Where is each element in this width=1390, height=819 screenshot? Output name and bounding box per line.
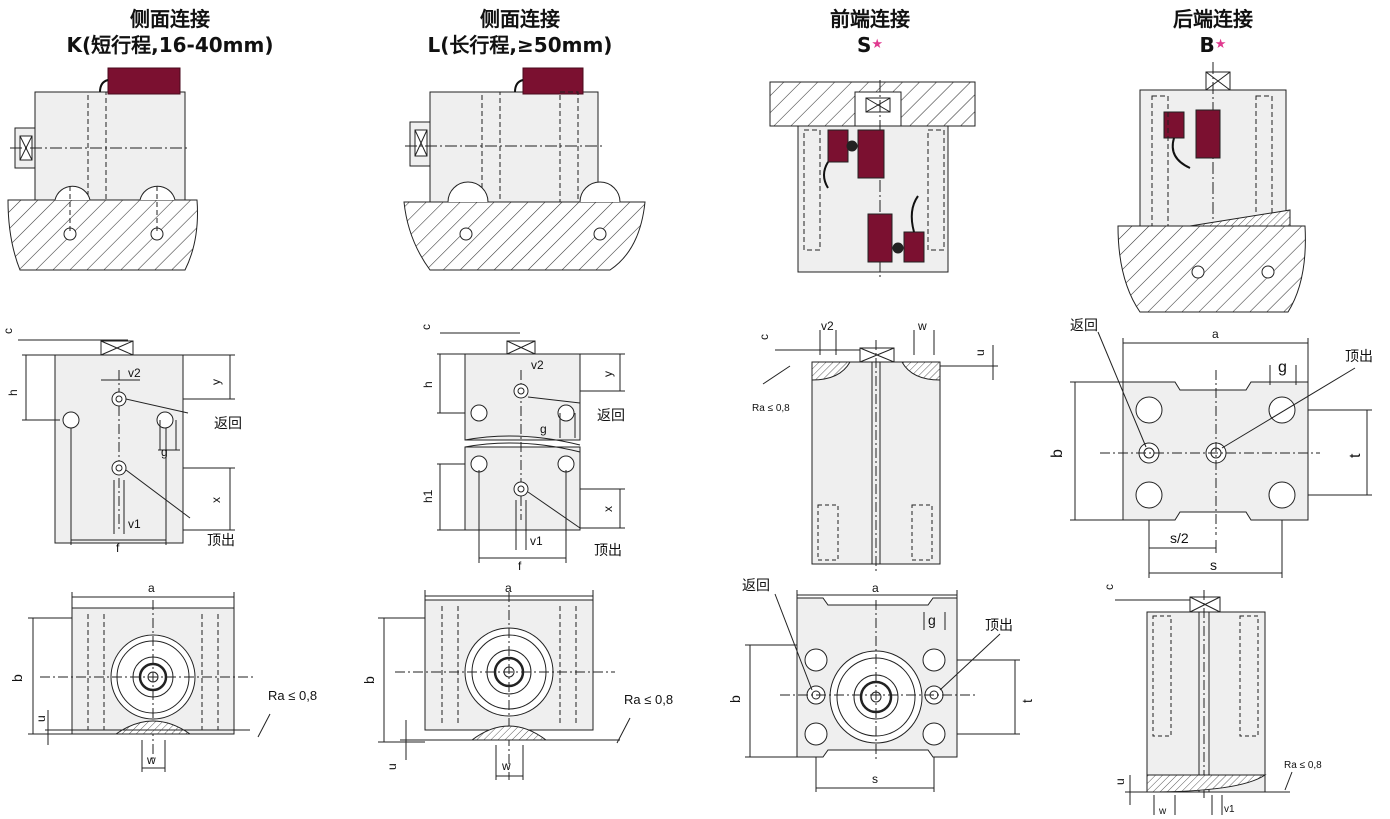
s-top-view: [745, 590, 1020, 792]
dim-a: a: [505, 581, 512, 595]
dim-h1: h1: [421, 489, 435, 503]
label-extend: 顶出: [1345, 349, 1373, 365]
dim-g: g: [928, 612, 936, 628]
dim-a: a: [872, 581, 879, 595]
l-side-mount-assembly: [403, 67, 646, 271]
dim-f: f: [518, 559, 522, 573]
heading-title: 前端连接: [830, 7, 910, 31]
dim-f: f: [116, 541, 120, 555]
dim-h: h: [421, 381, 435, 388]
dim-h: h: [6, 389, 20, 396]
sensor-icon: [522, 67, 584, 95]
s-side-view: [762, 330, 998, 572]
s-front-mount-assembly: [769, 80, 976, 278]
dim-c: c: [419, 324, 433, 330]
dim-u: u: [34, 715, 48, 722]
dim-g: g: [1278, 359, 1287, 376]
column-heading-b: 后端连接 B★: [1063, 6, 1363, 58]
dim-x: x: [601, 506, 615, 512]
dim-g: g: [161, 445, 168, 459]
dim-s-half: s/2: [1170, 530, 1189, 546]
dim-c: c: [1102, 584, 1116, 590]
label-extend: 顶出: [985, 618, 1013, 634]
dim-c: c: [1, 328, 15, 334]
heading-subtitle: S★: [856, 33, 884, 57]
dim-b: b: [9, 674, 25, 682]
dim-t: t: [1347, 453, 1364, 458]
column-heading-l: 侧面连接 L(长行程,≥50mm): [370, 6, 670, 58]
dim-w: w: [1158, 806, 1167, 817]
column-heading-k: 侧面连接 K(短行程,16-40mm): [20, 6, 320, 58]
dim-g: g: [540, 422, 547, 436]
dim-b: b: [1049, 449, 1066, 458]
label-roughness: Ra ≤ 0,8: [268, 688, 317, 703]
heading-subtitle: L(长行程,≥50mm): [427, 33, 613, 57]
dimension-labels: c h y x v2 g v1 f 返回 顶出 c h h1 y x v2 g …: [1, 318, 1373, 817]
dim-v1: v1: [1224, 804, 1235, 815]
l-top-view: [378, 590, 631, 780]
dim-a: a: [1212, 327, 1219, 341]
label-roughness: Ra ≤ 0,8: [624, 692, 673, 707]
l-front-view: [437, 332, 625, 563]
b-side-view: [1115, 590, 1293, 815]
column-heading-s: 前端连接 S★: [720, 6, 1020, 58]
dim-u: u: [1113, 778, 1127, 785]
dim-b: b: [727, 695, 743, 703]
dim-y: y: [601, 371, 615, 377]
dim-s: s: [1210, 557, 1217, 573]
dim-v2: v2: [531, 358, 544, 372]
dim-w: w: [501, 759, 511, 773]
dim-u: u: [973, 349, 987, 356]
sensor-icon: [107, 67, 181, 95]
dim-x: x: [209, 497, 223, 503]
heading-title: 侧面连接: [130, 7, 210, 31]
dim-s: s: [872, 772, 878, 786]
b-rear-view: [1070, 331, 1372, 578]
dim-b: b: [361, 676, 377, 684]
dim-v1: v1: [128, 517, 141, 531]
dim-v2: v2: [821, 319, 834, 333]
star-icon: ★: [1214, 37, 1227, 52]
dim-t: t: [1019, 699, 1035, 703]
heading-title: 后端连接: [1173, 7, 1253, 31]
k-side-mount-assembly: [7, 67, 198, 271]
dim-w: w: [146, 753, 156, 767]
label-extend: 顶出: [207, 533, 235, 549]
dim-c: c: [757, 334, 771, 340]
heading-subtitle: B★: [1199, 33, 1227, 57]
label-roughness: Ra ≤ 0,8: [752, 403, 790, 414]
label-roughness: Ra ≤ 0,8: [1284, 760, 1322, 771]
label-return: 返回: [742, 578, 770, 594]
label-return: 返回: [1070, 318, 1098, 334]
label-extend: 顶出: [594, 543, 622, 559]
dim-y: y: [209, 379, 223, 385]
label-return: 返回: [597, 408, 625, 424]
k-top-view: [28, 592, 271, 772]
dim-v1: v1: [530, 534, 543, 548]
b-rear-mount-assembly: [1117, 62, 1306, 313]
heading-title: 侧面连接: [480, 7, 560, 31]
dim-u: u: [385, 763, 399, 770]
star-icon: ★: [871, 37, 884, 52]
dim-v2: v2: [128, 366, 141, 380]
heading-subtitle: K(短行程,16-40mm): [66, 33, 274, 57]
k-front-view: [18, 339, 235, 545]
dim-w: w: [917, 319, 927, 333]
dim-a: a: [148, 581, 155, 595]
label-return: 返回: [214, 416, 242, 432]
